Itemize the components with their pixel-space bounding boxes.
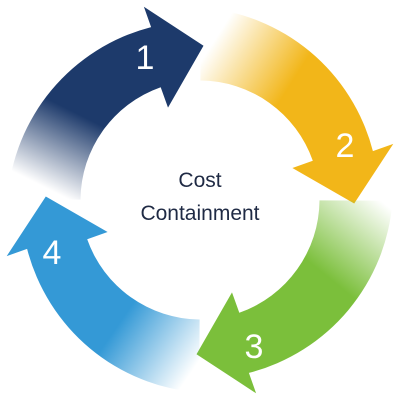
center-title-line-2: Containment	[140, 202, 260, 225]
arrow-2	[200, 7, 394, 204]
step-3-label: 3	[245, 328, 264, 366]
arrow-1	[7, 6, 204, 200]
arrow-3	[196, 200, 393, 394]
step-4-label: 4	[43, 234, 62, 272]
arrow-4	[6, 196, 200, 393]
step-1-label: 1	[136, 39, 155, 77]
step-2-label: 2	[336, 127, 355, 165]
center-title: Cost Containment	[100, 164, 300, 230]
center-title-line-1: Cost	[178, 169, 222, 192]
